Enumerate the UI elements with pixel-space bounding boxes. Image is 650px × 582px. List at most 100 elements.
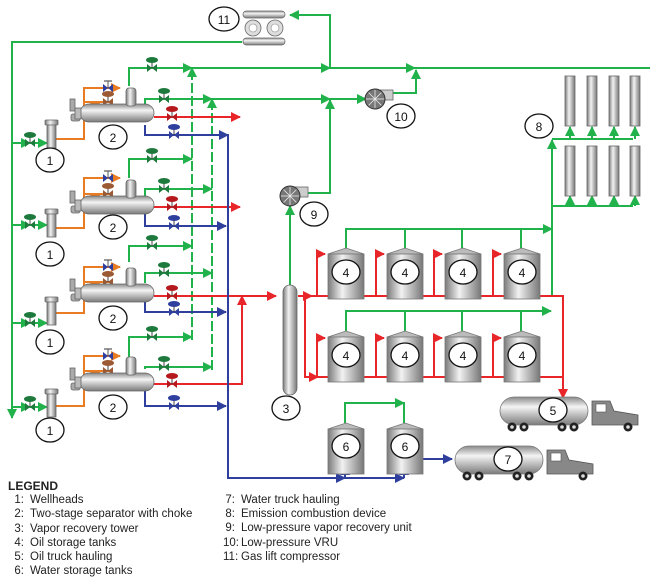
label-bubble: 1 — [35, 329, 65, 355]
legend-item: 7:Water truck hauling — [225, 494, 340, 506]
label-bubble: 4 — [448, 342, 478, 368]
legend-left: LEGEND 1:Wellheads 2:Two-stage separator… — [8, 479, 192, 578]
label-number: 1 — [47, 424, 54, 438]
label-bubble: 2 — [98, 124, 128, 150]
legend-item: 2:Two-stage separator with choke — [14, 508, 193, 521]
legend-item: 1:Wellheads — [14, 494, 84, 507]
vru-blower-icon — [279, 185, 309, 207]
valve-icon — [103, 259, 113, 271]
valve-icon — [166, 373, 178, 388]
valve-icon — [146, 326, 158, 341]
label-bubble: 8 — [524, 113, 554, 139]
legend-item: 10:Low-pressure VRU — [223, 536, 339, 549]
gas-lift-return-line — [7, 41, 242, 419]
valve-icon — [158, 356, 170, 371]
label-number: 4 — [460, 266, 467, 280]
vapor-recovery-tower-icon — [282, 284, 298, 396]
label-bubble: 1 — [35, 147, 65, 173]
valve-icon — [146, 148, 158, 163]
label-number: 1 — [47, 154, 54, 168]
label-number: 4 — [519, 349, 526, 363]
label-bubble: 5 — [538, 397, 568, 423]
label-bubble: 6 — [331, 433, 361, 459]
valves — [24, 57, 180, 411]
wellhead-icon — [44, 388, 59, 418]
combustion-stack-icon — [608, 145, 620, 197]
label-bubble: 1 — [35, 417, 65, 443]
legend-item: 4:Oil storage tanks — [14, 536, 117, 549]
label-bubble: 4 — [331, 342, 361, 368]
equipment-labels: 1 2 1 2 1 2 1 2 3 4 4 4 4 4 4 4 4 6 6 5 7 8 9 10 11 — [35, 6, 568, 472]
valve-icon — [103, 80, 113, 92]
label-bubble: 4 — [390, 342, 420, 368]
label-number: 4 — [519, 266, 526, 280]
legend-title: LEGEND — [8, 479, 59, 493]
valve-icon — [166, 285, 178, 300]
label-number: 11 — [218, 13, 231, 27]
label-number: 5 — [550, 404, 557, 418]
legend-right: 7:Water truck hauling 8:Emission combust… — [223, 493, 412, 564]
label-bubble: 4 — [507, 259, 537, 285]
valve-icon — [103, 348, 113, 360]
label-number: 3 — [283, 402, 290, 416]
label-bubble: 1 — [35, 241, 65, 267]
label-number: 6 — [343, 440, 350, 454]
combustion-stack-icon — [629, 145, 641, 197]
valve-icon — [168, 124, 180, 139]
valve-icon — [24, 132, 36, 147]
legend-item: 3:Vapor recovery tower — [14, 522, 139, 535]
label-number: 4 — [402, 266, 409, 280]
valve-icon — [168, 301, 180, 316]
combustion-stack-icon — [586, 145, 598, 197]
combustion-stack-icon — [564, 145, 576, 197]
gas-piping — [7, 10, 650, 423]
wellhead-icon — [44, 119, 59, 149]
label-bubble: 4 — [448, 259, 478, 285]
separator-icon — [69, 267, 155, 303]
valve-icon — [146, 235, 158, 250]
valve-icon — [146, 57, 158, 72]
separator-icon — [69, 179, 155, 215]
label-number: 2 — [110, 312, 117, 326]
label-number: 4 — [343, 266, 350, 280]
label-bubble: 2 — [98, 214, 128, 240]
legend-item: 5:Oil truck hauling — [14, 551, 113, 564]
combustion-stack-icon — [564, 75, 576, 127]
tanker-truck-icon — [454, 445, 594, 481]
label-number: 1 — [47, 248, 54, 262]
label-number: 4 — [460, 349, 467, 363]
valve-icon — [158, 178, 170, 193]
label-number: 9 — [311, 208, 318, 222]
label-number: 7 — [505, 453, 512, 467]
label-number: 8 — [536, 120, 543, 134]
label-bubble: 10 — [386, 103, 416, 129]
label-number: 2 — [110, 221, 117, 235]
combustion-stack-icon — [586, 75, 598, 127]
valve-icon — [103, 170, 113, 182]
label-bubble: 3 — [271, 395, 301, 421]
water-piping — [144, 125, 453, 483]
wellhead-icon — [44, 208, 59, 238]
label-number: 6 — [402, 440, 409, 454]
tanker-truck-icon — [499, 396, 639, 432]
label-bubble: 6 — [390, 433, 420, 459]
wellhead-icon — [44, 296, 59, 326]
valve-icon — [158, 88, 170, 103]
legend-item: 8:Emission combustion device — [225, 508, 387, 521]
valve-icon — [24, 214, 36, 229]
legend-item: 9:Low-pressure vapor recovery unit — [225, 522, 412, 535]
label-bubble: 2 — [98, 394, 128, 420]
label-number: 2 — [110, 401, 117, 415]
valve-icon — [166, 196, 178, 211]
label-bubble: 11 — [208, 6, 240, 32]
valve-icon — [24, 396, 36, 411]
valve-icon — [24, 312, 36, 327]
separator-icon — [69, 356, 155, 392]
gas-lift-compressor-icon — [242, 10, 286, 46]
label-number: 2 — [110, 131, 117, 145]
label-bubble: 4 — [331, 259, 361, 285]
label-bubble: 7 — [493, 446, 523, 472]
label-number: 10 — [394, 110, 408, 124]
label-bubble: 4 — [507, 342, 537, 368]
